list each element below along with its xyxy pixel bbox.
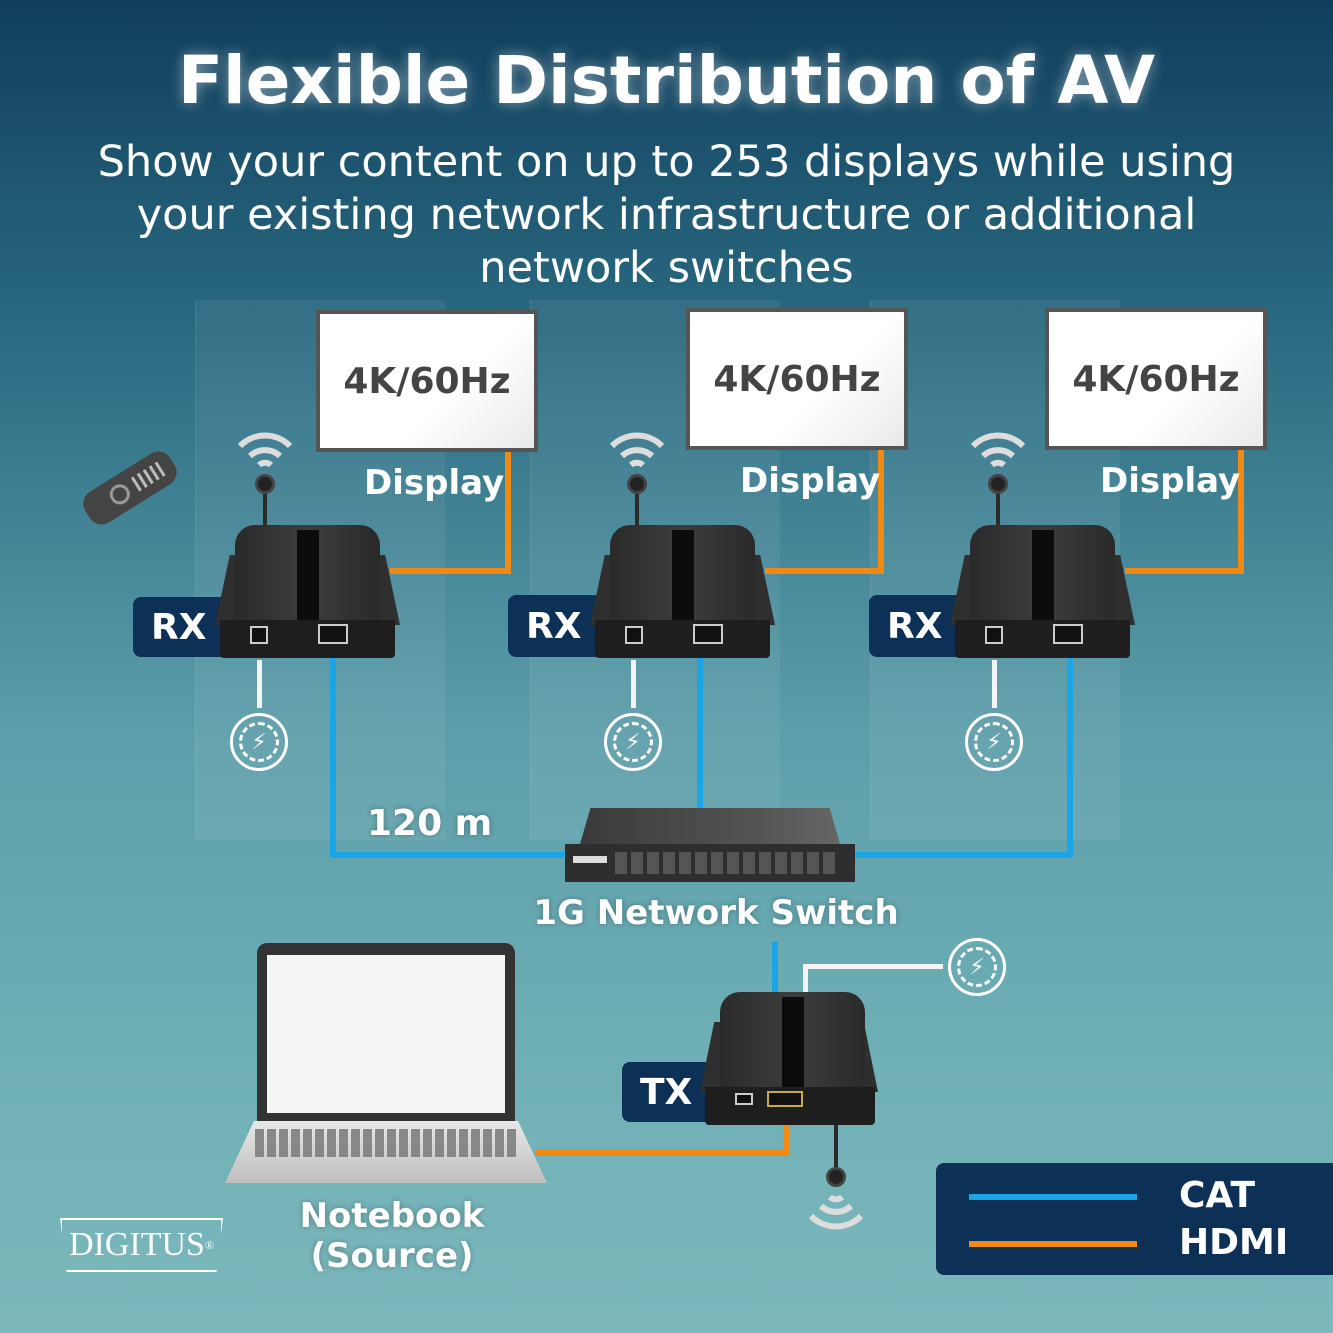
hdmi-cable [1238, 450, 1244, 574]
page-title: Flexible Distribution of AV [177, 42, 1156, 119]
display-label: Display [364, 463, 505, 503]
rx-extender-device [215, 525, 400, 658]
wifi-icon [237, 432, 293, 468]
display-label: Display [1100, 461, 1241, 501]
power-cable [631, 660, 636, 708]
wifi-icon [609, 432, 665, 468]
display-screen: 4K/60Hz [1045, 308, 1267, 450]
power-icon: ⚡ [230, 713, 288, 771]
hdmi-cable [765, 568, 884, 574]
display-screen: 4K/60Hz [316, 310, 538, 452]
antenna-icon [826, 1167, 846, 1187]
cat-cable [850, 852, 1073, 858]
rx-extender-device [590, 525, 775, 658]
network-switch-device [565, 808, 855, 882]
notebook-icon [225, 943, 547, 1188]
rx-label: RX [508, 595, 608, 657]
antenna-icon [255, 474, 275, 494]
antenna-cable [996, 490, 1000, 530]
legend-swatch-hdmi [969, 1241, 1137, 1247]
rx-extender-device [950, 525, 1135, 658]
distance-label: 120 m [367, 803, 493, 844]
cat-cable [697, 658, 703, 810]
rx-label: RX [133, 597, 233, 657]
wifi-icon [808, 1194, 864, 1230]
logo-mark: ® [204, 1237, 215, 1252]
switch-label: 1G Network Switch [533, 893, 899, 933]
antenna-cable [635, 490, 639, 530]
subtitle-line: network switches [479, 243, 854, 293]
remote-control-icon [78, 446, 182, 530]
power-cable [992, 660, 997, 708]
legend-swatch-cat [969, 1194, 1137, 1200]
source-label-line: Notebook [299, 1196, 485, 1236]
hdmi-cable [783, 1118, 789, 1156]
antenna-cable [834, 1125, 838, 1170]
cat-cable [1067, 658, 1073, 858]
power-cable [803, 964, 808, 1004]
legend-label: CAT [1179, 1175, 1256, 1216]
hdmi-cable [505, 452, 511, 574]
legend-label: HDMI [1179, 1222, 1289, 1263]
wifi-icon [970, 432, 1026, 468]
power-icon: ⚡ [604, 713, 662, 771]
logo-text: DIGITUS [68, 1226, 205, 1263]
hdmi-cable [535, 1150, 789, 1156]
display-screen: 4K/60Hz [686, 308, 908, 450]
source-label-line: (Source) [310, 1236, 474, 1276]
power-icon: ⚡ [948, 938, 1006, 996]
tx-extender-device [700, 992, 878, 1125]
hdmi-cable [390, 568, 511, 574]
power-cable [257, 660, 262, 708]
subtitle-line: Show your content on up to 253 displays … [97, 137, 1236, 187]
subtitle-line: your existing network infrastructure or … [136, 190, 1197, 240]
power-cable [803, 964, 943, 969]
page-subtitle: Show your content on up to 253 displays … [0, 136, 1333, 295]
power-icon: ⚡ [965, 713, 1023, 771]
antenna-cable [263, 490, 267, 530]
legend: CAT HDMI [936, 1163, 1333, 1275]
display-label: Display [740, 461, 881, 501]
cat-cable [330, 658, 336, 858]
antenna-icon [627, 474, 647, 494]
hdmi-cable [1125, 568, 1244, 574]
cat-cable [772, 942, 778, 1004]
cat-cable [330, 852, 570, 858]
source-label: Notebook (Source) [242, 1196, 542, 1276]
digitus-logo: DIGITUS® [60, 1218, 223, 1272]
hdmi-cable [878, 450, 884, 574]
antenna-icon [988, 474, 1008, 494]
rx-label: RX [869, 595, 969, 657]
